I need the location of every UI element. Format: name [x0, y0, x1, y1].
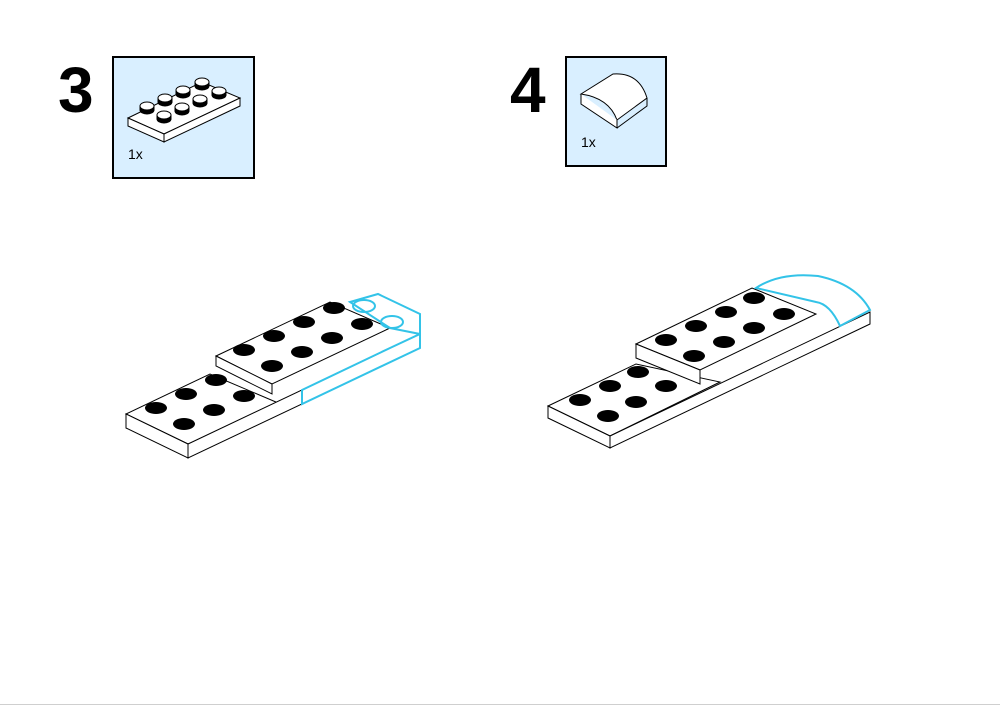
curved-slope-tile-icon	[579, 73, 648, 129]
parts-callout: 1x	[112, 56, 255, 179]
step-3-assembly	[124, 292, 421, 459]
step-number: 4	[510, 54, 546, 126]
step-number: 3	[58, 54, 94, 126]
part-quantity: 1x	[581, 134, 596, 150]
part-quantity: 1x	[128, 146, 143, 162]
plate-2x4-icon	[126, 77, 242, 143]
parts-callout: 1x	[565, 56, 667, 167]
page-divider	[0, 704, 1000, 705]
step-4-assembly	[546, 274, 872, 449]
